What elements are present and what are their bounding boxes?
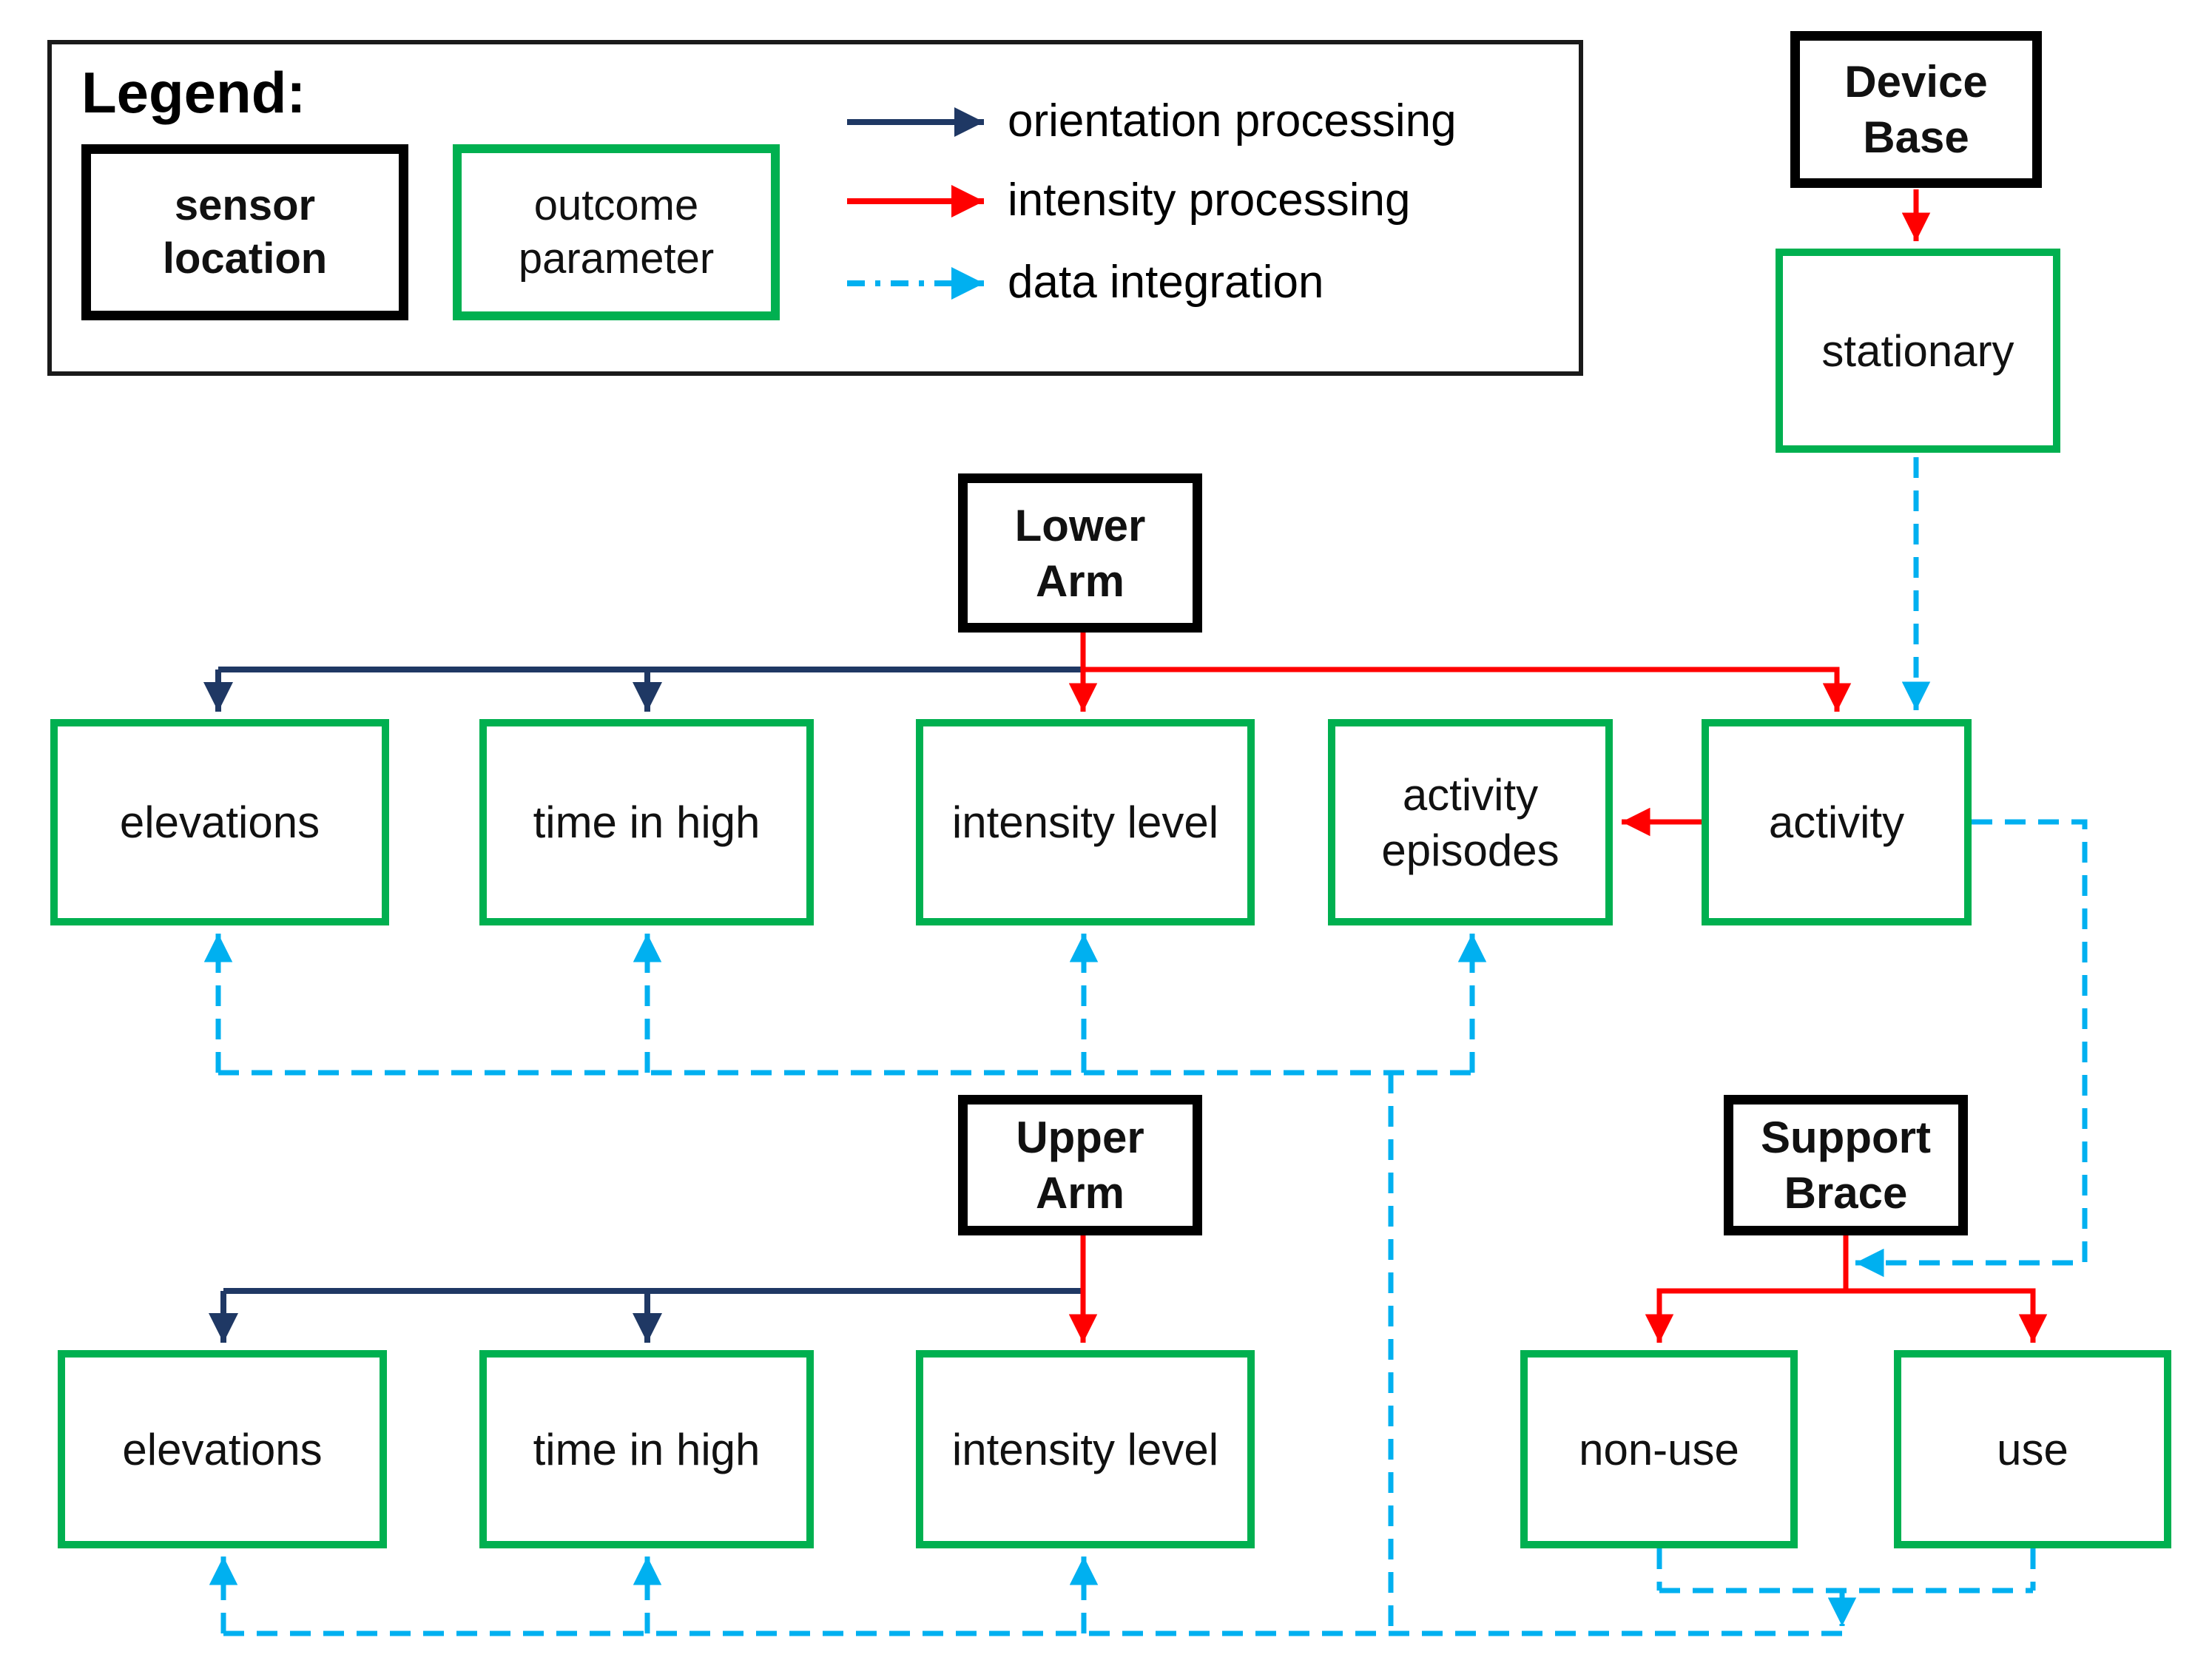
legend-label-integration: data integration [1008,257,1324,308]
node-time-in-high-row2: time in high [479,1350,814,1548]
legend-label-intensity: intensity processing [1008,175,1411,226]
node-support-brace: Support Brace [1724,1095,1968,1235]
node-intensity-level-row2: intensity level [916,1350,1255,1548]
node-elevations-row2: elevations [58,1350,387,1548]
node-upper-arm: Upper Arm [958,1095,1202,1235]
intensity-processing-arrows [1068,189,2048,1343]
node-activity-episodes: activity episodes [1328,719,1613,925]
node-activity: activity [1702,719,1972,925]
node-intensity-level-row1: intensity level [916,719,1255,925]
arrow-lowerarm-activity [1083,667,1852,712]
arrow-supportbrace-use [1846,1288,2048,1343]
arrow-activity-supportbrace [1855,819,2088,1278]
arrow-supportbrace-nonuse [1645,1288,1846,1343]
legend-label-orientation: orientation processing [1008,95,1457,147]
data-integration-arrows [203,457,2088,1636]
node-non-use: non-use [1520,1350,1798,1548]
node-lower-arm: Lower Arm [958,473,1202,633]
legend-outcome-parameter-swatch: outcome parameter [453,144,780,320]
node-time-in-high-row1: time in high [479,719,814,925]
node-elevations-row1: elevations [50,719,389,925]
legend-box [47,40,1583,376]
node-use: use [1894,1350,2171,1548]
legend-title: Legend: [81,60,306,125]
node-stationary: stationary [1776,249,2060,453]
orientation-processing-arrows [203,667,1083,1343]
legend-sensor-location-swatch: sensor location [81,144,408,320]
node-device-base: Device Base [1790,31,2042,188]
legend-arrow-samples [847,107,984,300]
